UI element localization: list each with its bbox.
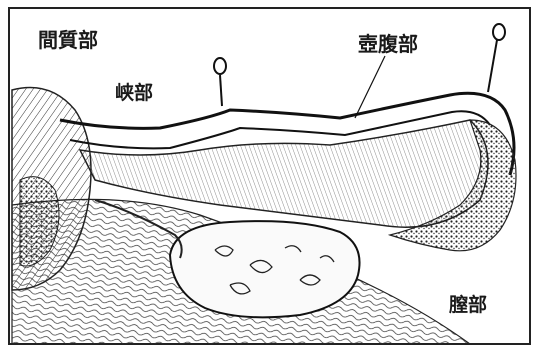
marker-loop-left (214, 58, 226, 74)
label-uterus: 膣部 (449, 296, 487, 315)
label-interstitial: 間質部 (38, 30, 98, 50)
ovary (170, 221, 360, 317)
marker-pin-right (488, 40, 497, 92)
marker-loop-right (493, 24, 505, 40)
marker-pin-left (220, 75, 222, 106)
label-isthmus: 峡部 (115, 84, 153, 103)
label-ampulla: 壺腹部 (358, 34, 418, 54)
